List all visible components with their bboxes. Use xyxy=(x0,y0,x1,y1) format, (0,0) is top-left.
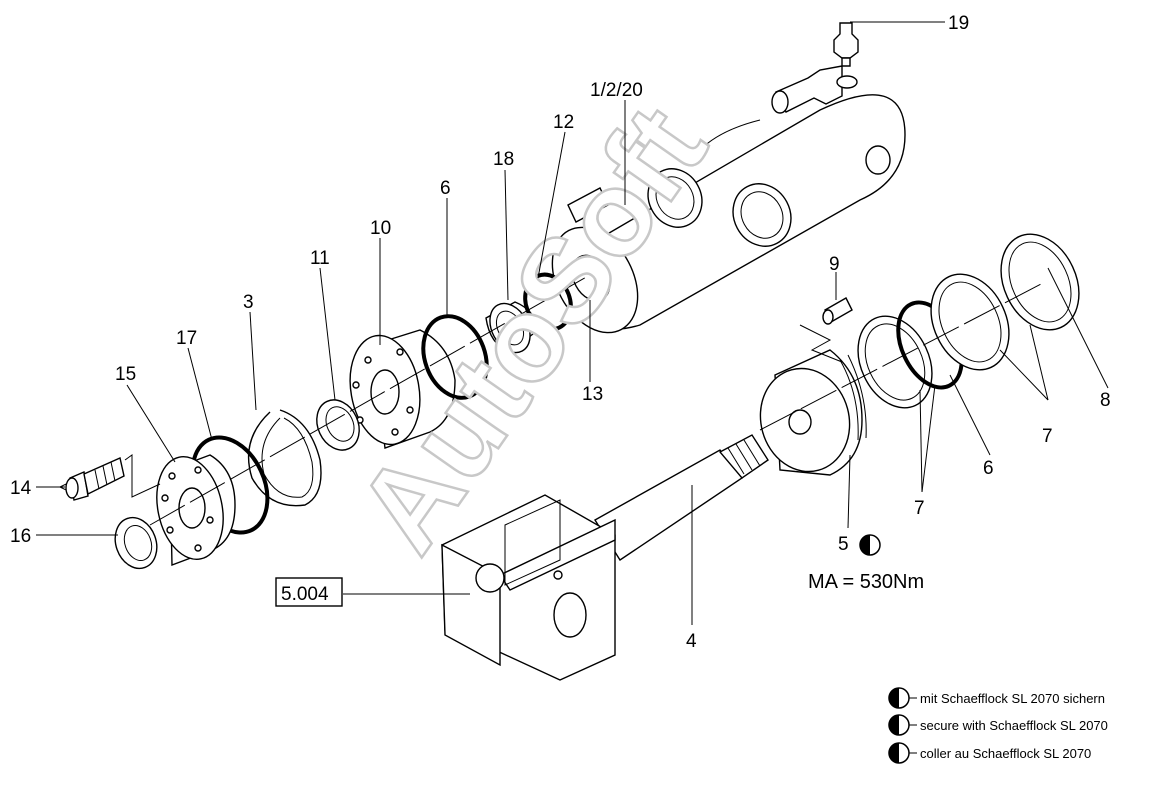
reference-box-label: 5.004 xyxy=(281,584,329,605)
callout-4: 4 xyxy=(686,631,697,652)
callout-12: 12 xyxy=(553,112,574,133)
clevis-eye xyxy=(441,494,616,681)
set-screw xyxy=(822,297,853,325)
snap-ring xyxy=(247,409,322,507)
callout-10: 10 xyxy=(370,218,391,239)
legend-text-en: secure with Schaefflock SL 2070 xyxy=(920,718,1108,733)
leader-lines xyxy=(36,21,1109,625)
cap-screw xyxy=(65,457,125,501)
cylinder-head xyxy=(349,329,456,449)
piston-seal-set xyxy=(857,233,1080,409)
axis-line xyxy=(149,274,1046,526)
callout-7-inner: 7 xyxy=(914,498,925,519)
callout-3: 3 xyxy=(243,292,254,313)
screw-guide-line xyxy=(124,454,161,498)
legend-item: secure with Schaefflock SL 2070 xyxy=(888,714,1108,736)
callout-labels: 19 1/2/20 12 18 6 10 11 3 17 15 14 16 13… xyxy=(10,13,1111,652)
cylinder-barrel xyxy=(551,65,906,334)
guide-bushing xyxy=(485,301,539,354)
callout-18: 18 xyxy=(493,149,514,170)
callout-14: 14 xyxy=(10,478,32,499)
torque-note: MA = 530Nm xyxy=(808,571,924,593)
callout-9: 9 xyxy=(829,254,840,275)
callout-6-head: 6 xyxy=(440,178,451,199)
legend-text-fr: coller au Schaefflock SL 2070 xyxy=(920,746,1091,761)
legend: mit Schaefflock SL 2070 sichern secure w… xyxy=(888,687,1108,764)
callout-5: 5 xyxy=(838,534,849,555)
piston xyxy=(759,349,867,476)
callout-11: 11 xyxy=(310,248,330,269)
wiper-seal xyxy=(316,399,360,451)
threadlock-symbol-icon xyxy=(859,534,881,556)
legend-item: mit Schaefflock SL 2070 sichern xyxy=(888,687,1105,709)
callout-6-piston: 6 xyxy=(983,458,994,479)
piston-rod xyxy=(594,434,769,561)
end-flange xyxy=(156,454,236,567)
o-ring-head xyxy=(421,314,489,400)
callout-8: 8 xyxy=(1100,390,1111,411)
legend-item: coller au Schaefflock SL 2070 xyxy=(888,742,1091,764)
callout-16: 16 xyxy=(10,526,31,547)
callout-7-outer: 7 xyxy=(1042,426,1053,447)
reference-box: 5.004 xyxy=(275,577,343,607)
grease-nipple xyxy=(833,22,859,67)
callout-17: 17 xyxy=(176,328,197,349)
callout-13: 13 xyxy=(582,384,603,405)
setscrew-guide-line xyxy=(799,324,843,363)
callout-19: 19 xyxy=(948,13,969,34)
callout-15: 15 xyxy=(115,364,136,385)
legend-text-de: mit Schaefflock SL 2070 sichern xyxy=(920,691,1105,706)
callout-1-2-20: 1/2/20 xyxy=(590,80,643,101)
wiper-ring xyxy=(114,516,158,570)
